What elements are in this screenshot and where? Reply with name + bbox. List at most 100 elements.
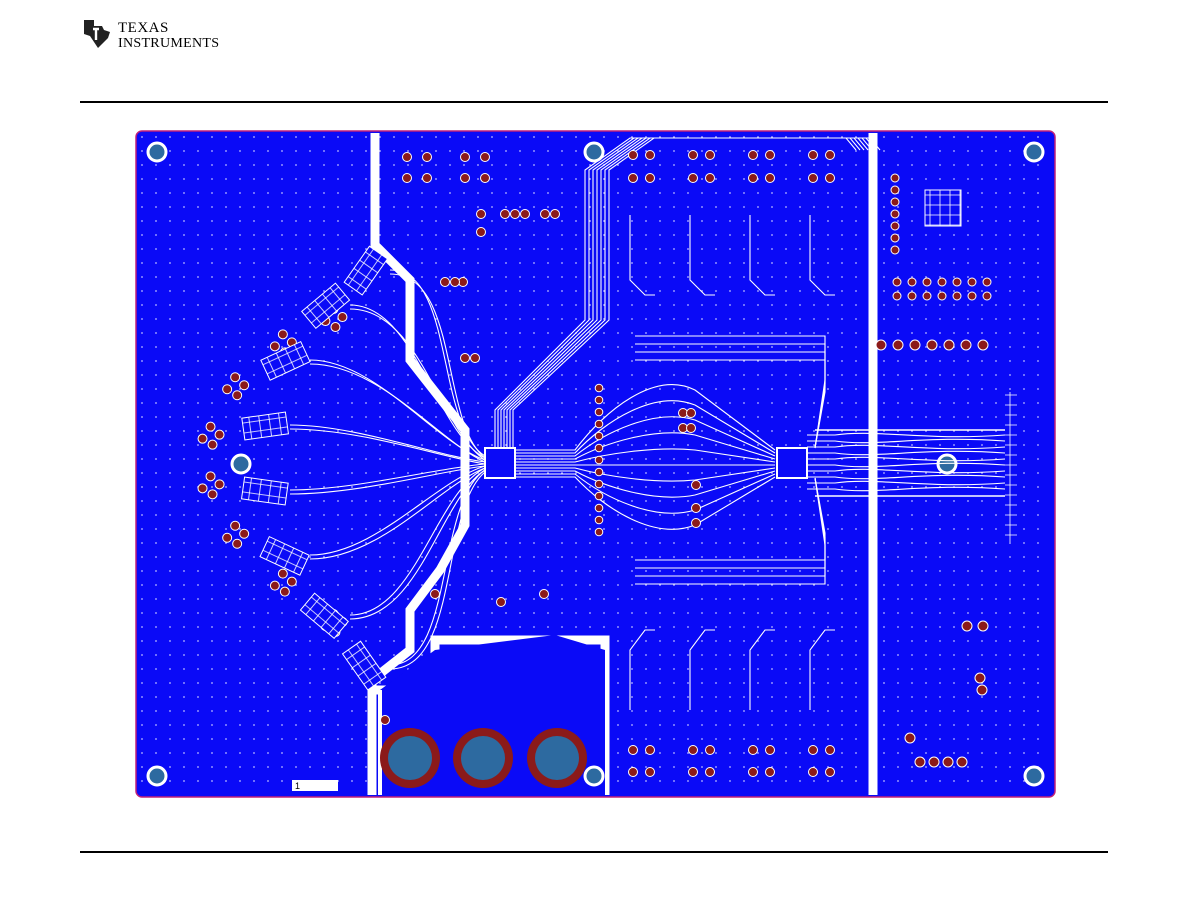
pad xyxy=(809,746,818,755)
ic-top-right xyxy=(925,190,961,226)
pad xyxy=(270,581,279,590)
pad xyxy=(978,621,988,631)
pad xyxy=(766,768,775,777)
pad xyxy=(595,504,603,512)
pad xyxy=(423,153,432,162)
pad xyxy=(891,234,899,242)
pad xyxy=(749,746,758,755)
bulk-capacitors xyxy=(380,728,587,788)
pad xyxy=(451,278,460,287)
pad xyxy=(511,210,520,219)
pad xyxy=(692,481,701,490)
pad xyxy=(431,590,440,599)
pad xyxy=(687,424,696,433)
pad xyxy=(240,381,249,390)
pad xyxy=(629,746,638,755)
pad xyxy=(497,598,506,607)
pad xyxy=(595,384,603,392)
pad xyxy=(595,456,603,464)
pad xyxy=(923,292,931,300)
pad xyxy=(646,746,655,755)
pcb-layout-figure: 1 xyxy=(135,130,1056,798)
pad xyxy=(240,529,249,538)
pad xyxy=(646,768,655,777)
pad xyxy=(968,278,976,286)
pad xyxy=(893,292,901,300)
pad xyxy=(891,210,899,218)
pad xyxy=(381,716,390,725)
pad xyxy=(595,408,603,416)
pad xyxy=(938,278,946,286)
pad xyxy=(481,174,490,183)
pad xyxy=(198,434,207,443)
pcb-layout-image: 1 xyxy=(135,130,1056,798)
pad xyxy=(233,391,242,400)
pad xyxy=(689,174,698,183)
pad xyxy=(208,490,217,499)
pad xyxy=(233,539,242,548)
pad xyxy=(461,174,470,183)
pad xyxy=(540,590,549,599)
pad xyxy=(957,757,967,767)
pad xyxy=(595,396,603,404)
pad xyxy=(983,278,991,286)
pad xyxy=(223,385,232,394)
pad xyxy=(206,422,215,431)
pad xyxy=(692,519,701,528)
pad xyxy=(809,768,818,777)
pad xyxy=(893,278,901,286)
pad xyxy=(876,340,886,350)
pad xyxy=(978,340,988,350)
silk-label: 1 xyxy=(295,781,300,791)
pad xyxy=(331,323,340,332)
pad xyxy=(809,174,818,183)
pad xyxy=(595,420,603,428)
pad xyxy=(908,278,916,286)
pad xyxy=(521,210,530,219)
pad xyxy=(423,174,432,183)
pad xyxy=(403,174,412,183)
pad xyxy=(689,746,698,755)
pad xyxy=(595,468,603,476)
pad xyxy=(891,222,899,230)
pad xyxy=(766,746,775,755)
pad xyxy=(962,621,972,631)
texas-state-icon xyxy=(80,16,114,50)
pad xyxy=(983,292,991,300)
pad xyxy=(595,492,603,500)
pad xyxy=(629,174,638,183)
pad xyxy=(541,210,550,219)
pad xyxy=(287,577,296,586)
pad xyxy=(975,673,985,683)
pad xyxy=(280,587,289,596)
pad xyxy=(968,292,976,300)
pad xyxy=(826,746,835,755)
pad xyxy=(943,757,953,767)
pad xyxy=(461,354,470,363)
pad xyxy=(891,186,899,194)
pad xyxy=(551,210,560,219)
pad xyxy=(687,409,696,418)
pad xyxy=(501,210,510,219)
pad xyxy=(766,151,775,160)
pad xyxy=(749,151,758,160)
pad xyxy=(749,768,758,777)
pad xyxy=(595,432,603,440)
ti-logo: TEXAS INSTRUMENTS xyxy=(80,16,230,56)
pad xyxy=(595,528,603,536)
pad xyxy=(270,342,279,351)
pad xyxy=(278,569,287,578)
logo-wordmark: TEXAS INSTRUMENTS xyxy=(118,20,219,52)
pad xyxy=(206,472,215,481)
pad xyxy=(961,340,971,350)
pad xyxy=(477,228,486,237)
pad xyxy=(477,210,486,219)
pad xyxy=(938,292,946,300)
pad xyxy=(629,151,638,160)
pad xyxy=(689,768,698,777)
pad xyxy=(910,340,920,350)
logo-line1: TEXAS xyxy=(118,20,219,36)
pad xyxy=(198,484,207,493)
ic-left xyxy=(485,448,515,478)
pad xyxy=(977,685,987,695)
